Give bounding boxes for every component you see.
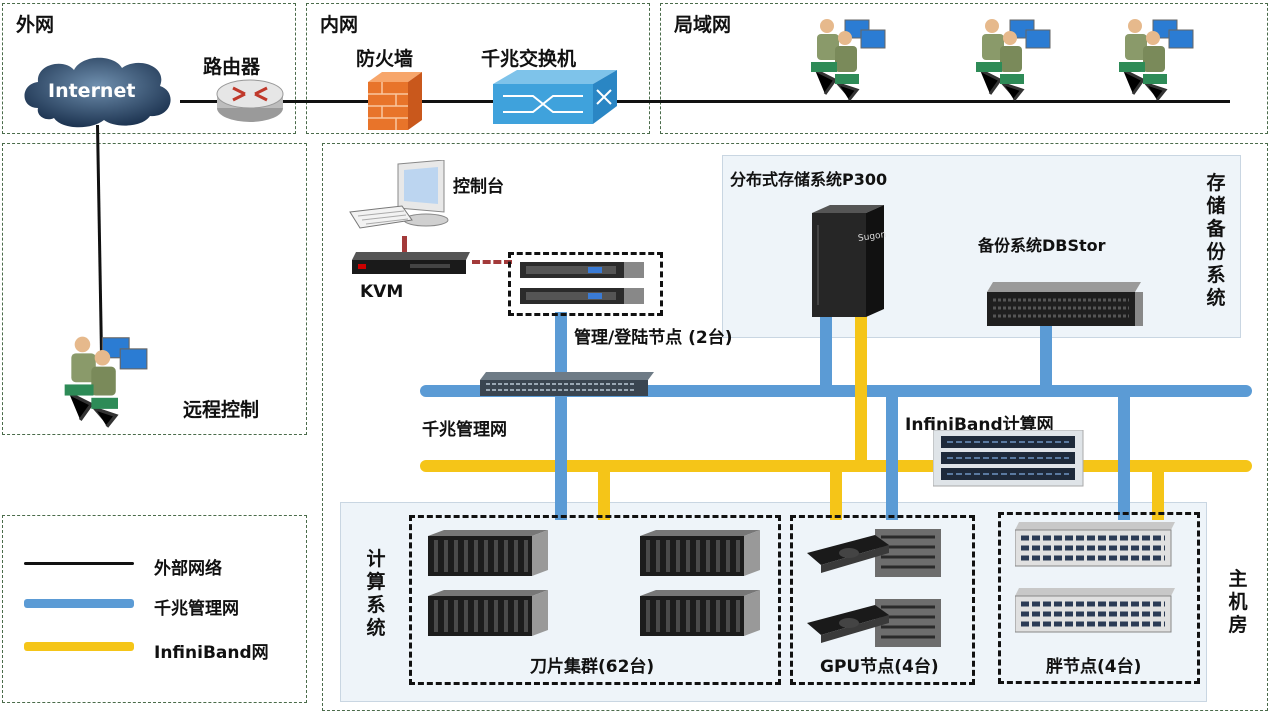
backup-server-icon bbox=[987, 282, 1143, 326]
ib-link-blade bbox=[598, 466, 610, 520]
blade-chassis-icon bbox=[640, 590, 760, 636]
zone-external-label: 外网 bbox=[16, 14, 55, 36]
ib-link-storage bbox=[855, 312, 867, 468]
zone-remote bbox=[2, 143, 307, 435]
zone-main bbox=[322, 143, 1268, 711]
blade-chassis-icon bbox=[640, 530, 760, 576]
storage-panel bbox=[722, 155, 1241, 338]
lan-user-group-icon bbox=[1119, 19, 1194, 101]
mgmt-link-fat bbox=[1118, 393, 1130, 520]
legend-gigabit-label: 千兆管理网 bbox=[154, 599, 239, 619]
firewall-icon bbox=[368, 72, 422, 130]
main-room-vlabel: 主机房 bbox=[1228, 568, 1248, 636]
top-link-line bbox=[180, 100, 1230, 103]
mgmt-link-login bbox=[555, 312, 567, 520]
remote-control-label: 远程控制 bbox=[183, 399, 260, 421]
kvm-icon bbox=[352, 252, 470, 274]
ib-link-gpu bbox=[830, 466, 842, 520]
legend-external-label: 外部网络 bbox=[154, 559, 222, 579]
legend-gigabit-line bbox=[24, 599, 134, 608]
switch-label: 千兆交换机 bbox=[481, 48, 577, 70]
mgmt-link-gpu bbox=[886, 393, 898, 520]
zone-internal bbox=[306, 3, 650, 134]
gpu-nodes-label: GPU节点(4台) bbox=[820, 657, 939, 677]
zone-lan-label: 局域网 bbox=[674, 14, 732, 36]
legend-ib-label: InfiniBand网 bbox=[154, 643, 269, 663]
backup-label: 备份系统DBStor bbox=[978, 236, 1106, 255]
remote-user-group-icon bbox=[64, 336, 148, 428]
lan-user-group-icon bbox=[976, 19, 1051, 101]
mgmt-link-backup bbox=[1040, 325, 1052, 393]
console-label: 控制台 bbox=[453, 177, 504, 197]
blade-cluster-label: 刀片集群(62台) bbox=[530, 657, 655, 677]
ib-switch-icon bbox=[933, 430, 1084, 487]
ib-link-fat bbox=[1152, 466, 1164, 520]
storage-backup-vlabel: 存储备份系统 bbox=[1206, 172, 1226, 309]
console-monitor-icon bbox=[349, 160, 449, 229]
lan-user-group-icon bbox=[811, 19, 886, 101]
blade-cluster-group bbox=[409, 515, 781, 685]
legend-ib-line bbox=[24, 642, 134, 651]
switch-icon bbox=[493, 70, 617, 124]
mgmt-nodes-label: 管理/登陆节点 (2台) bbox=[574, 328, 733, 348]
kvm-login-link bbox=[472, 260, 512, 264]
storage-label: 分布式存储系统P300 bbox=[730, 170, 888, 189]
firewall-label: 防火墙 bbox=[356, 48, 414, 70]
blade-chassis-icon bbox=[428, 590, 548, 636]
compute-vlabel: 计算系统 bbox=[366, 548, 386, 639]
internet-cloud-icon bbox=[24, 57, 171, 128]
fat-node-server-icon bbox=[1015, 588, 1175, 633]
fat-nodes-group bbox=[998, 512, 1200, 684]
kvm-label: KVM bbox=[360, 282, 404, 302]
fat-node-server-icon bbox=[1015, 522, 1175, 567]
internet-label: Internet bbox=[48, 80, 136, 102]
mgmt-switch-icon bbox=[480, 372, 654, 396]
zone-lan bbox=[660, 3, 1268, 134]
blade-chassis-icon bbox=[428, 530, 548, 576]
mgmt-nodes-group bbox=[508, 252, 663, 316]
router-label: 路由器 bbox=[203, 56, 261, 78]
zone-internal-label: 内网 bbox=[320, 14, 359, 36]
storage-tower-icon bbox=[812, 205, 884, 317]
zone-legend bbox=[2, 515, 307, 703]
gpu-card-icon bbox=[807, 529, 941, 577]
fat-nodes-label: 胖节点(4台) bbox=[1046, 657, 1142, 677]
gpu-card-icon bbox=[807, 599, 941, 647]
console-kvm-link bbox=[402, 236, 407, 258]
legend-external-line bbox=[24, 562, 134, 565]
mgmt-link-storage bbox=[820, 312, 832, 394]
gpu-nodes-group bbox=[790, 515, 975, 685]
router-icon bbox=[216, 79, 284, 122]
login-server-icon bbox=[520, 262, 644, 304]
zone-external bbox=[2, 3, 296, 134]
mgmt-network-label: 千兆管理网 bbox=[422, 420, 507, 440]
